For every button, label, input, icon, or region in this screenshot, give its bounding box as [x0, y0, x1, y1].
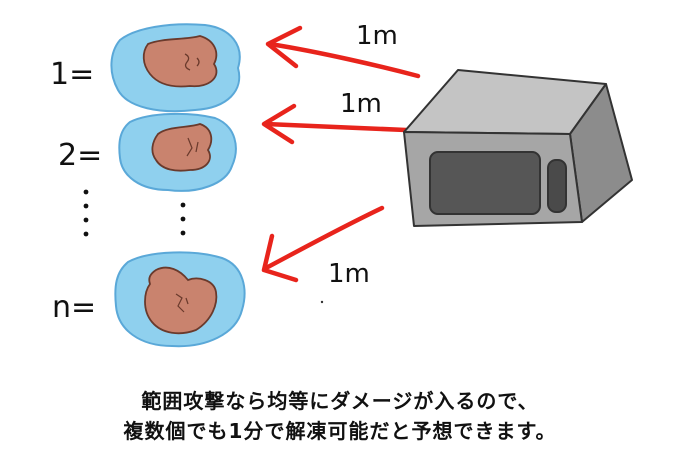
arrow-icon [265, 25, 421, 79]
caption-line-2: 複数個でも1分で解凍可能だと予想できます。 [123, 419, 557, 443]
distance-label-2: 1m [340, 89, 382, 119]
ellipsis-dots-center [180, 202, 186, 236]
caption-line-1: 範囲攻撃なら均等にダメージが入るので、 [141, 389, 539, 413]
stray-dot [320, 300, 324, 304]
item-label-2: 2= [58, 138, 102, 173]
frozen-meat-icon [110, 23, 241, 113]
frozen-meat-icon [114, 251, 246, 348]
frozen-meat-icon [118, 112, 237, 192]
arrow-icon [261, 103, 409, 145]
item-label-1: 1= [50, 57, 94, 92]
item-label-n: n= [52, 290, 96, 325]
caption: 範囲攻撃なら均等にダメージが入るので、 複数個でも1分で解凍可能だと予想できます… [0, 386, 680, 446]
microwave-icon [403, 69, 633, 227]
ellipsis-dots-left [83, 189, 89, 237]
arrow-icon [261, 205, 385, 283]
distance-label-3: 1m [328, 259, 370, 289]
distance-label-1: 1m [356, 21, 398, 51]
